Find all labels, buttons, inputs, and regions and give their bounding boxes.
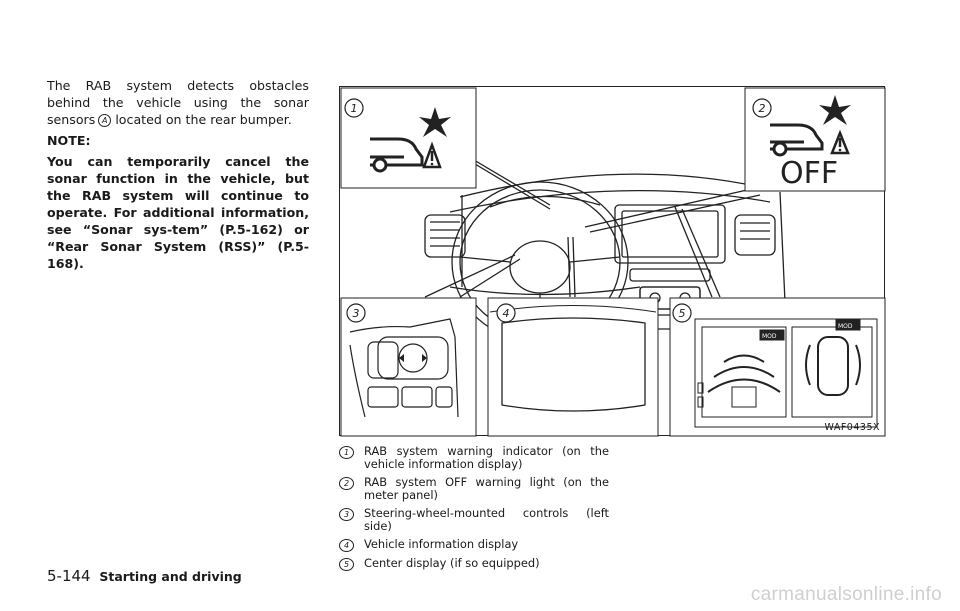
steering-controls-illustration [349,318,459,418]
legend-number: 3 [339,508,354,521]
legend-item: 3 Steering-wheel-mounted controls (left … [339,507,609,533]
legend-item: 1 RAB system warning indicator (on the v… [339,445,609,471]
dashboard-illustration: OFF [340,87,886,437]
legend-text: Steering-wheel-mounted controls (left si… [364,506,609,533]
intro-paragraph: The RAB system detects obstacles behind … [47,78,309,127]
callout-4: 4 [503,307,510,320]
legend-text: Center display (if so equipped) [364,556,540,570]
svg-text:MOD: MOD [762,333,777,340]
intro-text: The RAB system detects obstacles behind … [47,77,309,276]
center-display-illustration [694,318,878,428]
section-title: Starting and driving [99,569,242,584]
watermark: carmanualsonline.info [750,584,942,605]
note-text: You can temporarily cancel the sonar fun… [47,154,309,271]
legend-item: 2 RAB system OFF warning light (on the m… [339,476,609,502]
legend-number: 1 [339,446,354,459]
svg-text:MOD: MOD [838,323,853,330]
vehicle-info-display-illustration [501,317,646,412]
off-text: OFF [780,156,838,191]
rab-warning-icon [370,137,424,173]
legend-text: RAB system warning indicator (on the veh… [364,444,609,471]
legend-text: RAB system OFF warning light (on the met… [364,475,609,502]
legend-number: 2 [339,477,354,490]
callout-5: 5 [679,307,686,320]
legend-item: 4 Vehicle information display [339,538,609,552]
callout-3: 3 [353,307,360,320]
page-number: 5-144 [47,567,91,585]
dashboard-figure: OFF [339,86,886,437]
note-label: NOTE: [47,133,91,148]
callout-2: 2 [759,102,766,115]
legend-number: 5 [339,558,354,571]
legend-text: Vehicle information display [364,537,519,551]
marker-a-icon: A [98,114,112,127]
page-footer: 5-144 Starting and driving [47,567,242,585]
figure-legend: 1 RAB system warning indicator (on the v… [339,445,609,576]
rab-off-warning-icon [770,123,824,157]
callout-1: 1 [351,102,358,115]
legend-number: 4 [339,539,354,552]
legend-item: 5 Center display (if so equipped) [339,557,609,571]
figure-code: WAF0435X [824,422,880,433]
